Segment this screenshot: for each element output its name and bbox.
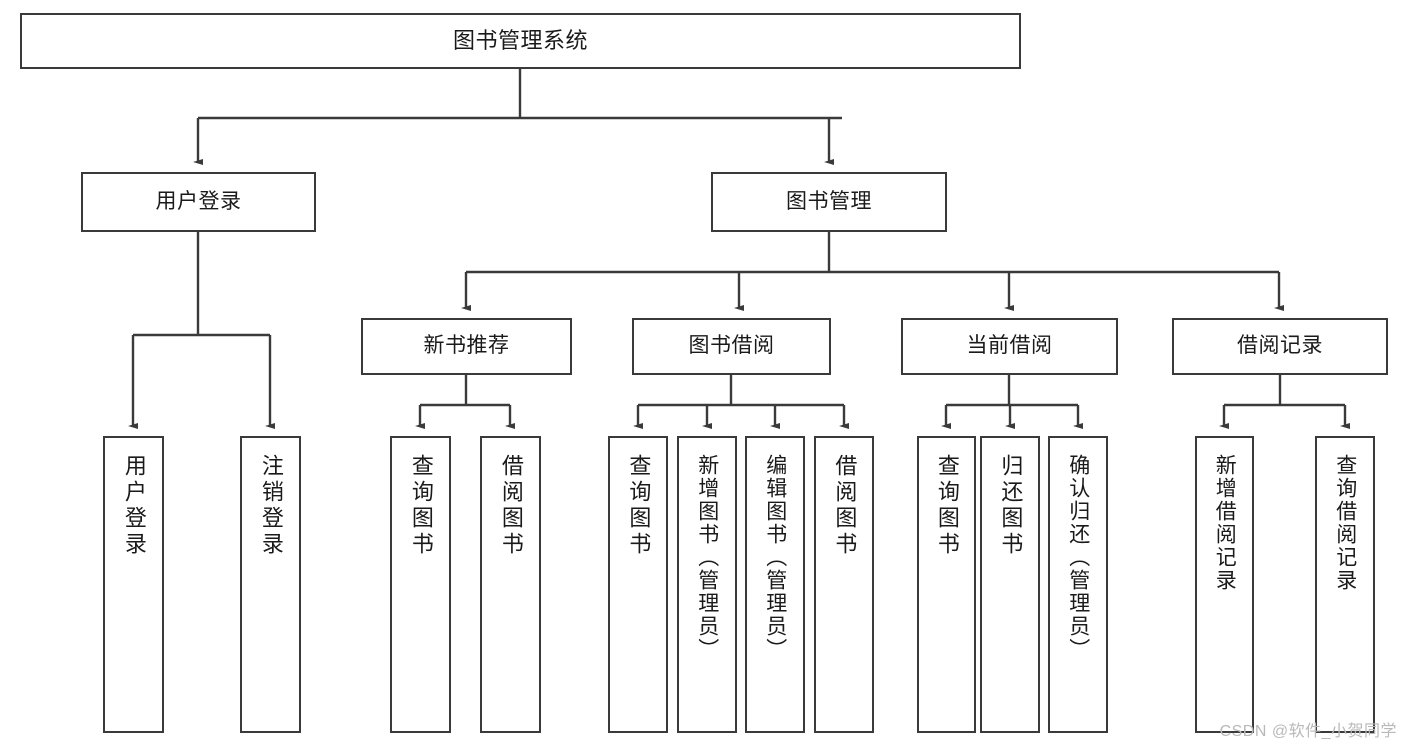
node-user-login-label: 用户登录 [155, 189, 242, 213]
node-leaf-confirm-return[interactable]: 确认归还（管理员） [1048, 436, 1108, 733]
node-borrow-record[interactable]: 借阅记录 [1172, 318, 1388, 375]
node-leaf-query-record[interactable]: 查询借阅记录 [1315, 436, 1375, 733]
node-leaf-query-record-label: 查询借阅记录 [1333, 454, 1357, 592]
node-current-borrow[interactable]: 当前借阅 [901, 318, 1118, 375]
node-root-label: 图书管理系统 [452, 28, 588, 54]
node-leaf-borrow-book-1[interactable]: 借阅图书 [480, 436, 541, 733]
node-leaf-edit-book[interactable]: 编辑图书（管理员） [745, 436, 805, 733]
node-leaf-user-login-label: 用户登录 [121, 454, 147, 558]
node-leaf-confirm-return-label: 确认归还（管理员） [1066, 454, 1090, 661]
node-leaf-borrow-book-2-label: 借阅图书 [832, 454, 858, 558]
node-new-book-recommend[interactable]: 新书推荐 [361, 318, 572, 375]
node-book-manage[interactable]: 图书管理 [711, 172, 947, 232]
node-leaf-add-record[interactable]: 新增借阅记录 [1195, 436, 1254, 733]
node-leaf-borrow-book-1-label: 借阅图书 [498, 454, 524, 558]
node-current-borrow-label: 当前借阅 [966, 334, 1053, 358]
node-leaf-logout[interactable]: 注销登录 [240, 436, 301, 733]
node-leaf-query-book-1-label: 查询图书 [408, 454, 434, 558]
node-root[interactable]: 图书管理系统 [20, 13, 1021, 69]
node-leaf-query-book-1[interactable]: 查询图书 [390, 436, 451, 733]
node-leaf-add-book-label: 新增图书（管理员） [695, 454, 719, 661]
node-leaf-user-login[interactable]: 用户登录 [103, 436, 164, 733]
node-user-login[interactable]: 用户登录 [81, 172, 316, 232]
node-book-borrow-label: 图书借阅 [688, 334, 775, 358]
node-leaf-borrow-book-2[interactable]: 借阅图书 [814, 436, 874, 733]
node-leaf-logout-label: 注销登录 [258, 454, 284, 558]
node-new-book-recommend-label: 新书推荐 [423, 334, 510, 358]
node-leaf-add-book[interactable]: 新增图书（管理员） [677, 436, 737, 733]
node-leaf-add-record-label: 新增借阅记录 [1213, 454, 1237, 592]
node-leaf-return-book-label: 归还图书 [998, 454, 1024, 558]
node-borrow-record-label: 借阅记录 [1237, 334, 1323, 358]
node-book-manage-label: 图书管理 [786, 189, 872, 213]
node-leaf-query-book-2[interactable]: 查询图书 [608, 436, 668, 733]
watermark: CSDN @软件_小贺同学 [1219, 723, 1397, 740]
node-leaf-query-book-3-label: 查询图书 [934, 454, 960, 558]
node-leaf-query-book-2-label: 查询图书 [626, 454, 652, 558]
node-leaf-query-book-3[interactable]: 查询图书 [917, 436, 976, 733]
node-leaf-return-book[interactable]: 归还图书 [980, 436, 1040, 733]
node-leaf-edit-book-label: 编辑图书（管理员） [763, 454, 787, 661]
node-book-borrow[interactable]: 图书借阅 [632, 318, 831, 375]
